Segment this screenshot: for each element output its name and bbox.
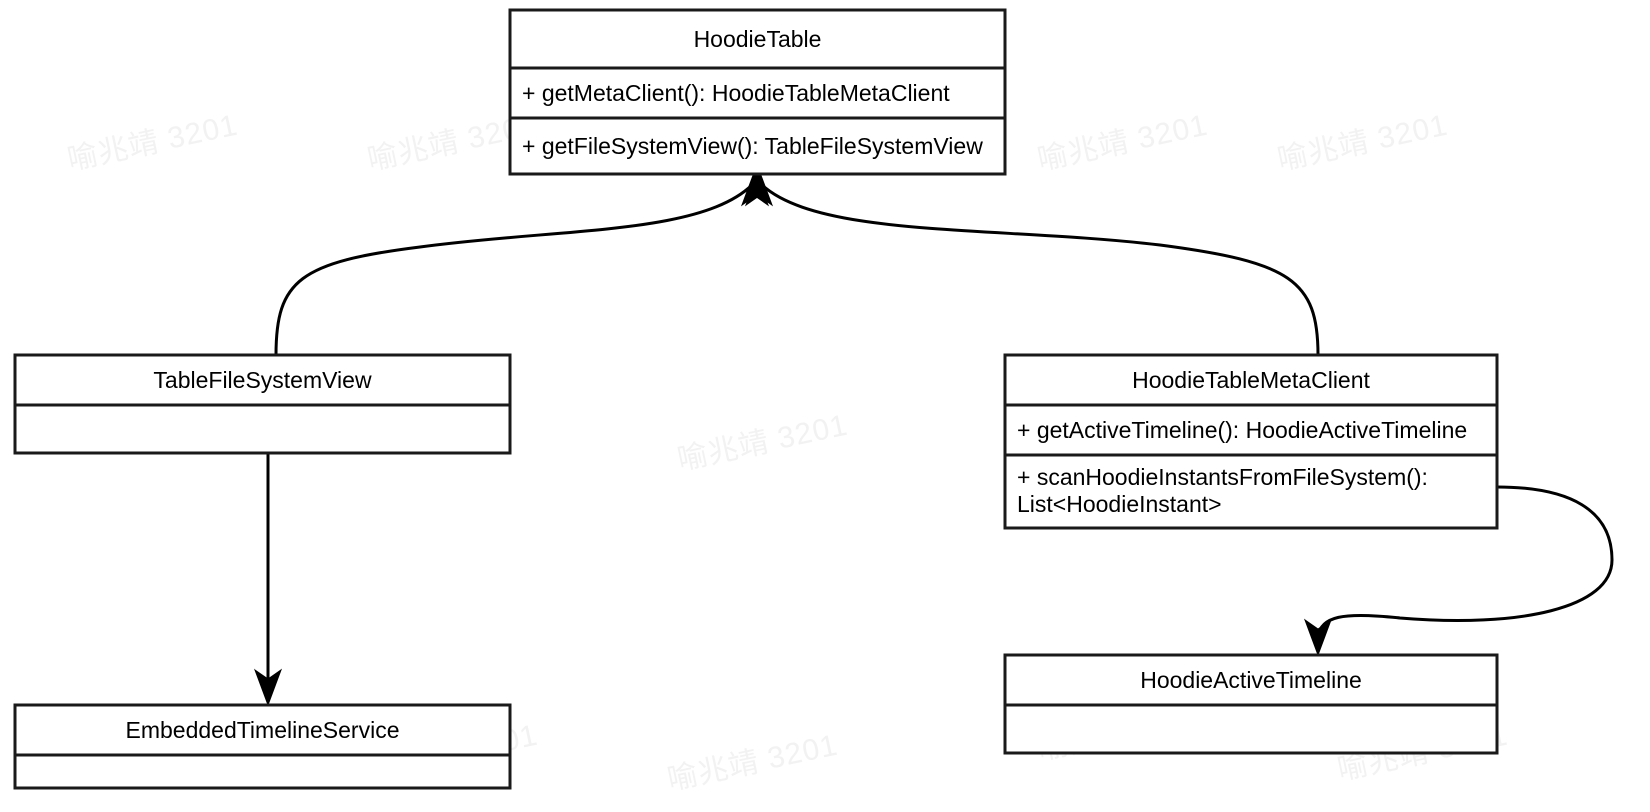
edge-hoodie-table-meta-client-to-hoodie-table <box>760 183 1320 356</box>
class-name-label: TableFileSystemView <box>153 367 372 393</box>
class-boxes-layer: HoodieTable + getMetaClient(): HoodieTabl… <box>13 8 1499 790</box>
arrowhead-table-file-system-view-to-embedded-timeline-service <box>253 668 283 707</box>
class-box-embedded-timeline-service[interactable]: EmbeddedTimelineService <box>13 703 512 790</box>
watermark-text: 喻兆靖 3201 <box>675 409 851 477</box>
class-box-hoodie-active-timeline[interactable]: HoodieActiveTimeline <box>1003 653 1499 755</box>
class-box-outline <box>1003 353 1499 530</box>
class-member-label: + getActiveTimeline(): HoodieActiveTimel… <box>1017 417 1467 443</box>
class-name-label: HoodieTableMetaClient <box>1132 367 1370 393</box>
watermark-text: 喻兆靖 3201 <box>1275 109 1451 177</box>
class-member-label: + getMetaClient(): HoodieTableMetaClient <box>522 80 950 106</box>
class-member-label: + getFileSystemView(): TableFileSystemVi… <box>522 133 983 159</box>
arrowhead-hoodie-table-meta-client-to-hoodie-table <box>744 168 774 207</box>
watermark-text: 喻兆靖 3201 <box>1035 109 1211 177</box>
edge-hoodie-table-meta-client-to-hoodie-active-timeline <box>1316 485 1614 641</box>
class-box-hoodie-table[interactable]: HoodieTable + getMetaClient(): HoodieTabl… <box>508 8 1007 176</box>
watermark-text: 喻兆靖 3201 <box>65 109 241 177</box>
class-box-outline <box>13 703 512 790</box>
class-member-label: + scanHoodieInstantsFromFileSystem(): <box>1017 464 1428 490</box>
relationship-edges-layer <box>253 168 1614 707</box>
class-member-label: List<HoodieInstant> <box>1017 491 1222 517</box>
arrowhead-hoodie-table-meta-client-to-hoodie-active-timeline <box>1303 618 1333 657</box>
watermark-text: 喻兆靖 3201 <box>665 729 841 797</box>
class-box-hoodie-table-meta-client[interactable]: HoodieTableMetaClient + getActiveTimeline… <box>1003 353 1499 530</box>
class-name-label: HoodieActiveTimeline <box>1140 667 1362 693</box>
class-name-label: HoodieTable <box>694 26 822 52</box>
class-box-outline <box>508 8 1007 176</box>
class-box-table-file-system-view[interactable]: TableFileSystemView <box>13 353 512 455</box>
edge-table-file-system-view-to-hoodie-table <box>274 183 754 356</box>
class-name-label: EmbeddedTimelineService <box>125 717 399 743</box>
